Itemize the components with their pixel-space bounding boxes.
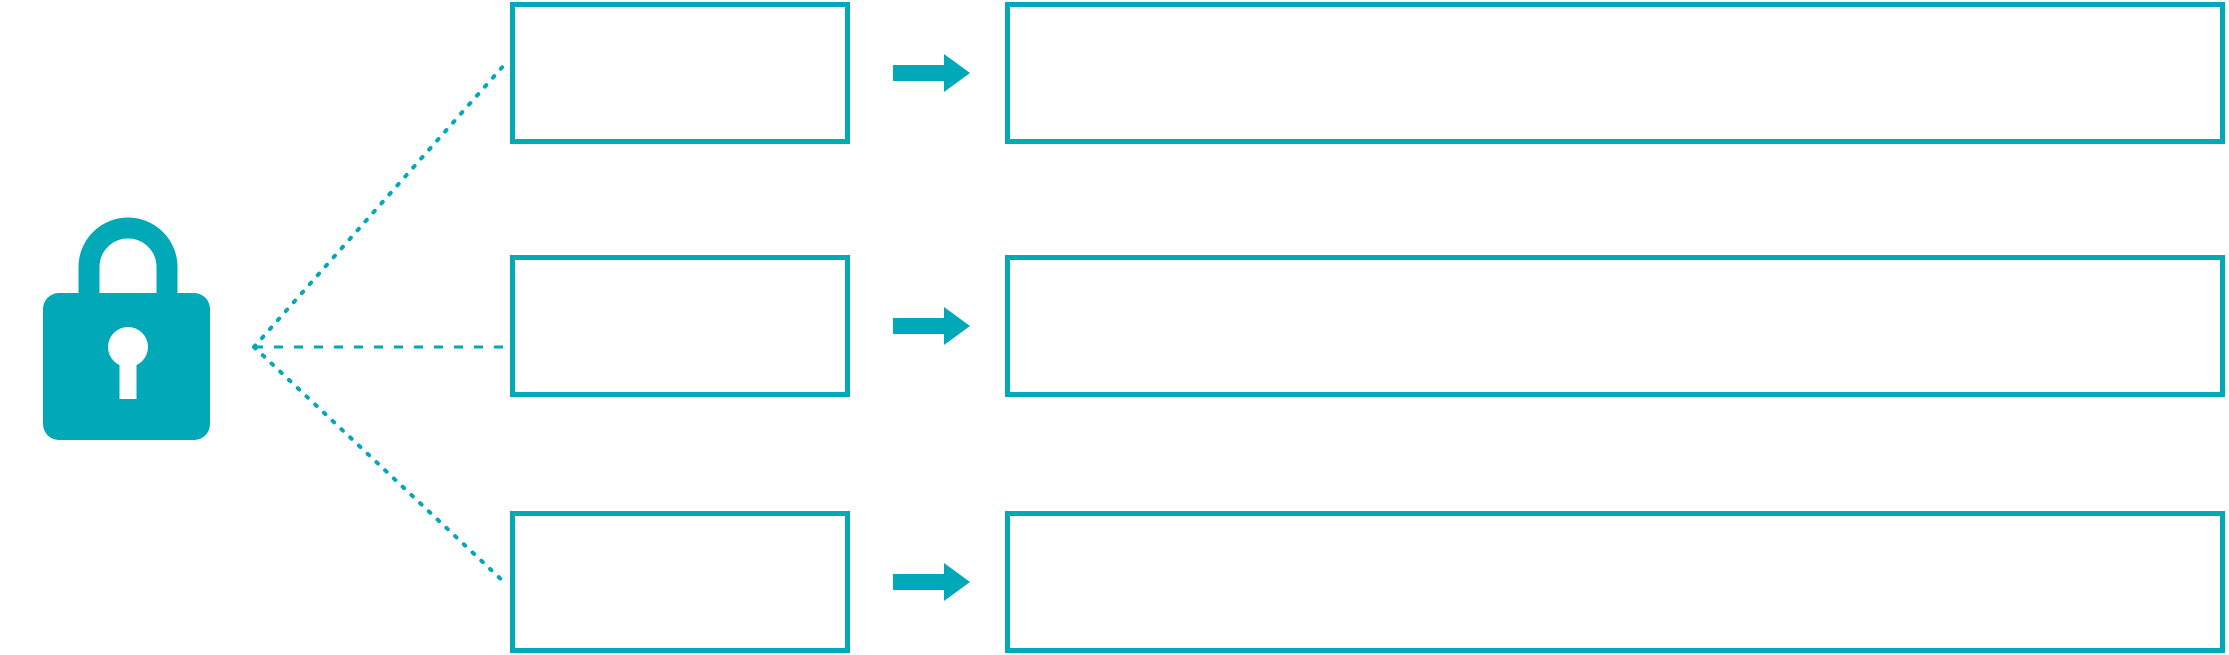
branch-line-bottom bbox=[252, 345, 507, 585]
arrow-right-icon bbox=[893, 54, 970, 92]
arrow-right-icon bbox=[893, 307, 970, 345]
term-box-1 bbox=[510, 2, 850, 144]
description-panel-2 bbox=[1005, 255, 2225, 397]
term-box-2 bbox=[510, 255, 850, 397]
description-panel-3 bbox=[1005, 511, 2225, 653]
description-panel-1 bbox=[1005, 2, 2225, 144]
term-box-3 bbox=[510, 511, 850, 653]
lock-icon bbox=[43, 217, 210, 440]
branch-line-top bbox=[252, 62, 507, 349]
lock-icon-svg bbox=[43, 217, 210, 440]
arrow-right-icon bbox=[893, 563, 970, 601]
